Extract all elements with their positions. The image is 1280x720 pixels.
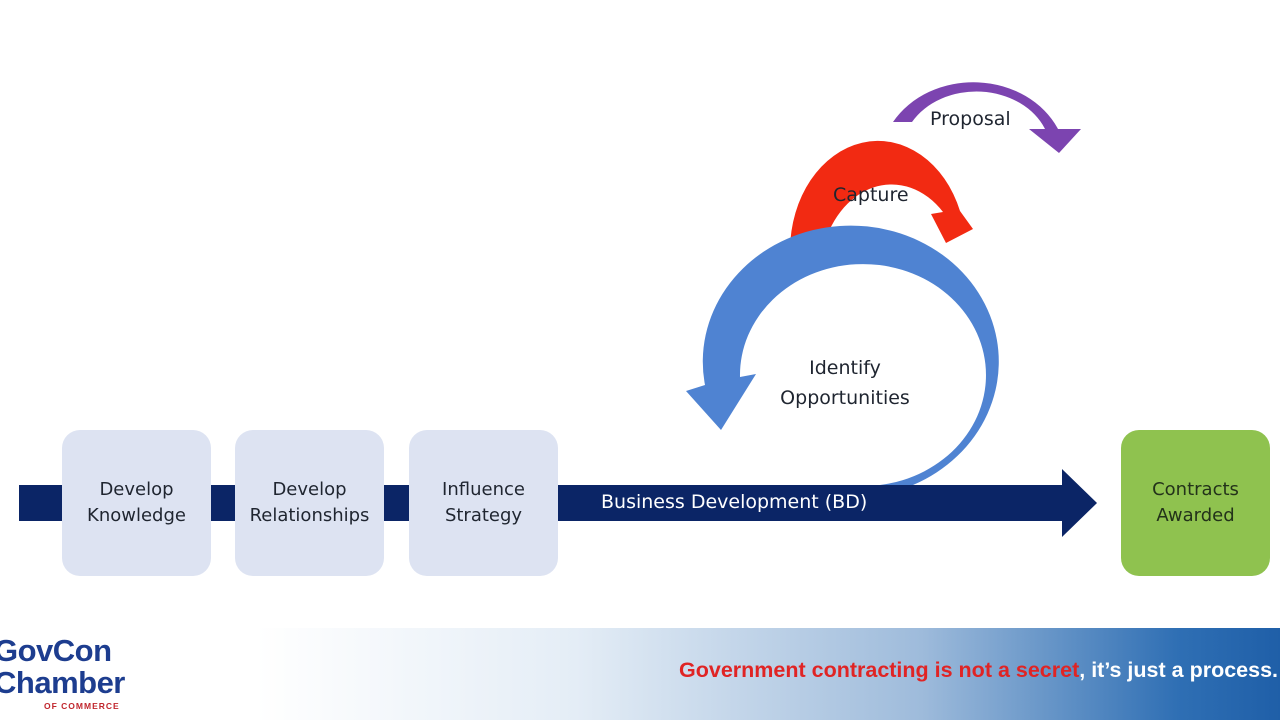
- step-line1: Develop: [99, 479, 174, 500]
- identify-line1: Identify: [809, 357, 881, 379]
- step-develop-relationships: Develop Relationships: [235, 430, 384, 576]
- capture-cycle-arrow: [790, 140, 973, 253]
- proposal-cycle-arrow: [893, 82, 1081, 153]
- contracts-awarded-box: Contracts Awarded: [1121, 430, 1270, 576]
- logo-line2: Chamber: [0, 665, 125, 700]
- step-line1: Develop: [272, 479, 347, 500]
- step-line1: Influence: [442, 479, 525, 500]
- step-influence-strategy: Influence Strategy: [409, 430, 558, 576]
- final-line1: Contracts: [1152, 479, 1239, 500]
- bd-arrow-head: [1062, 469, 1097, 537]
- footer-banner: GovCon Chamber OF COMMERCE Government co…: [0, 628, 1280, 720]
- identify-line2: Opportunities: [780, 387, 910, 409]
- identify-label: Identify Opportunities: [770, 353, 920, 413]
- bd-arrow-label: Business Development (BD): [601, 491, 868, 513]
- proposal-label: Proposal: [930, 108, 1011, 130]
- capture-label: Capture: [833, 184, 909, 206]
- final-line2: Awarded: [1156, 505, 1235, 526]
- tagline-red: Government contracting is not a secret: [679, 658, 1080, 682]
- step-line2: Strategy: [444, 505, 523, 526]
- tagline-white: , it’s just a process.: [1079, 658, 1278, 682]
- identify-cycle-arrow: [686, 225, 999, 485]
- step-develop-knowledge: Develop Knowledge: [62, 430, 211, 576]
- logo-subtitle: OF COMMERCE: [44, 701, 120, 711]
- tagline: Government contracting is not a secret, …: [679, 658, 1278, 683]
- step-line2: Knowledge: [87, 505, 186, 526]
- logo-line1: GovCon: [0, 633, 112, 668]
- step-line2: Relationships: [249, 505, 370, 526]
